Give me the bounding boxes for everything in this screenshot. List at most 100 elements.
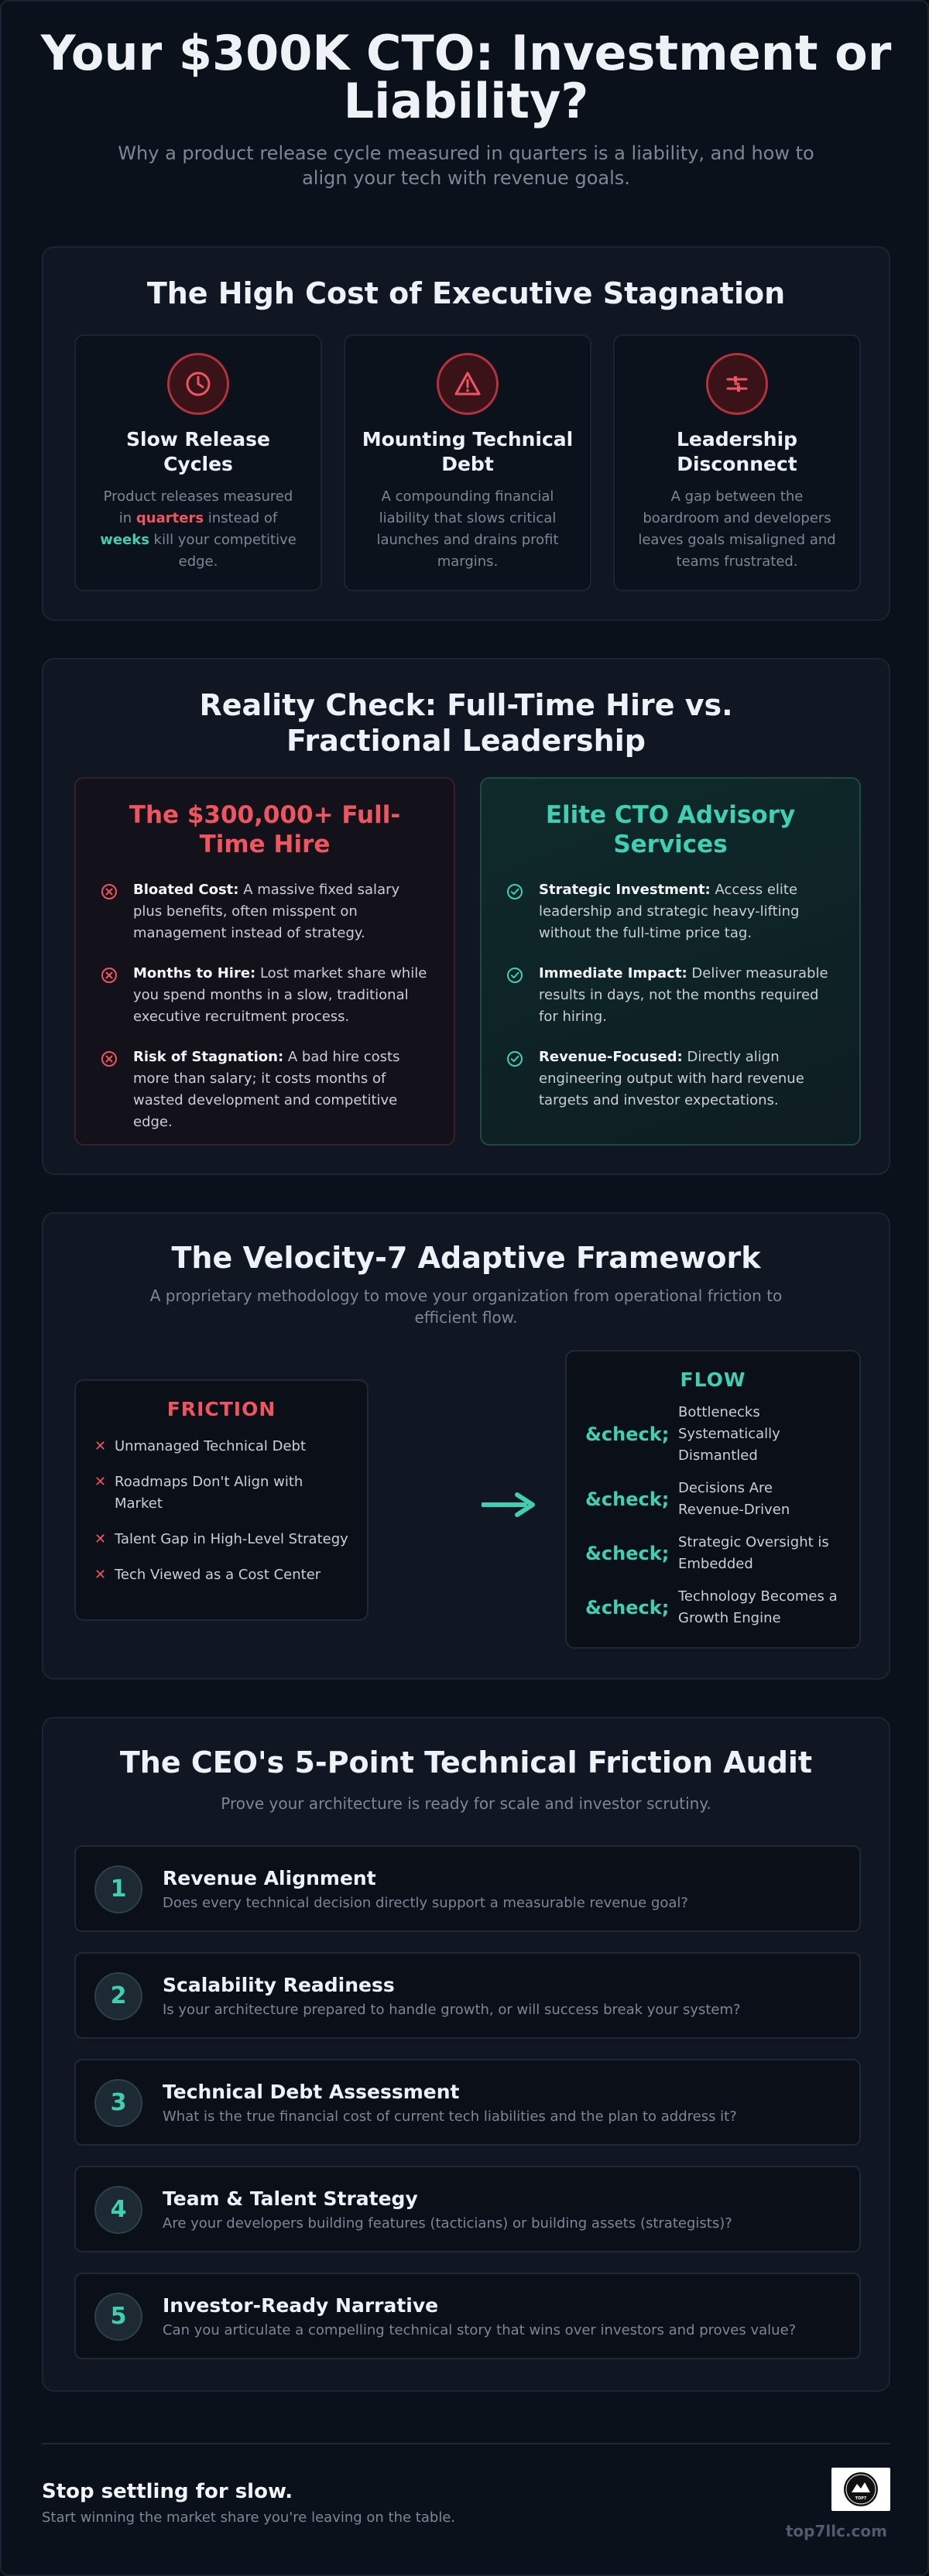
audit-section: The CEO's 5-Point Technical Friction Aud… xyxy=(42,1717,890,2392)
disconnect-icon xyxy=(706,353,768,415)
item-label: Risk of Stagnation: xyxy=(133,1049,284,1065)
audit-item: 1 Revenue Alignment Does every technical… xyxy=(74,1845,861,1932)
audit-item-title: Team & Talent Strategy xyxy=(163,2187,418,2210)
pillar-title: Mounting Technical Debt xyxy=(362,428,574,475)
x-circle-icon xyxy=(101,1051,117,1067)
section-subtitle: A proprietary methodology to move your o… xyxy=(149,1286,783,1327)
check-circle-icon xyxy=(507,1051,523,1067)
stagnation-section: The High Cost of Executive Stagnation Sl… xyxy=(42,246,890,621)
list-item: Revenue-Focused: Directly align engineer… xyxy=(506,1046,835,1112)
step-number-badge: 4 xyxy=(94,2186,142,2234)
list-item: ✕Talent Gap in High-Level Strategy xyxy=(94,1529,348,1550)
clock-icon xyxy=(167,353,229,415)
audit-item: 4 Team & Talent Strategy Are your develo… xyxy=(74,2166,861,2252)
panel-title: Elite CTO Advisory Services xyxy=(545,801,796,858)
list-item: Months to Hire: Lost market share while … xyxy=(101,963,429,1028)
audit-item-description: Is your architecture prepared to handle … xyxy=(163,2002,741,2018)
list-item: &check;Bottlenecks Systematically Disman… xyxy=(585,1404,780,1464)
website-link[interactable]: top7llc.com xyxy=(785,2522,887,2540)
check-icon: &check; xyxy=(585,1423,670,1445)
company-logo[interactable]: TOP7 xyxy=(831,2468,890,2511)
list-item: &check;Technology Becomes a Growth Engin… xyxy=(585,1588,838,1626)
x-icon: ✕ xyxy=(94,1567,107,1583)
flow-title: FLOW xyxy=(680,1368,746,1391)
flow-list: &check;Bottlenecks Systematically Disman… xyxy=(585,1402,841,1629)
list-item: ✕Tech Viewed as a Cost Center xyxy=(94,1564,348,1586)
audit-item-description: What is the true financial cost of curre… xyxy=(163,2108,737,2125)
page-subtitle: Why a product release cycle measured in … xyxy=(118,142,814,189)
pillar-description: Product releases measured in quarters in… xyxy=(100,488,297,570)
audit-item: 5 Investor-Ready Narrative Can you artic… xyxy=(74,2273,861,2359)
list-item: ✕Roadmaps Don't Align with Market xyxy=(94,1471,348,1515)
pillar-card: Leadership Disconnect A gap between the … xyxy=(613,334,861,591)
section-title: The Velocity-7 Adaptive Framework xyxy=(171,1241,761,1275)
pillar-description: A gap between the boardroom and develope… xyxy=(638,488,836,570)
step-number-badge: 5 xyxy=(94,2293,142,2341)
framework-section: The Velocity-7 Adaptive Framework A prop… xyxy=(42,1212,890,1680)
item-text: Deliver measurable results in days, not … xyxy=(539,965,828,1025)
pillar-card: Slow Release Cycles Product releases mea… xyxy=(74,334,322,591)
con-list: Bloated Cost: A massive fixed salary plu… xyxy=(101,879,429,1133)
audit-list: 1 Revenue Alignment Does every technical… xyxy=(74,1845,861,2379)
x-icon: ✕ xyxy=(94,1531,107,1547)
x-circle-icon xyxy=(101,968,117,983)
list-item: Risk of Stagnation: A bad hire costs mor… xyxy=(101,1046,429,1133)
x-circle-icon xyxy=(101,884,117,899)
audit-item-title: Revenue Alignment xyxy=(163,1867,376,1889)
audit-item-title: Technical Debt Assessment xyxy=(163,2081,460,2103)
page-title: Your $300K CTO: Investment or Liability? xyxy=(40,25,892,129)
section-subtitle: Prove your architecture is ready for sca… xyxy=(221,1794,711,1813)
x-icon: ✕ xyxy=(94,1438,107,1454)
pillar-row: Slow Release Cycles Product releases mea… xyxy=(74,334,861,591)
item-text: Lost market share while you spend months… xyxy=(133,965,427,1025)
pro-list: Strategic Investment: Access elite leade… xyxy=(506,879,835,1112)
check-icon: &check; xyxy=(585,1488,670,1510)
footer-title: Stop settling for slow. xyxy=(42,2480,293,2503)
list-item: &check;Strategic Oversight is Embedded xyxy=(585,1534,829,1572)
pillar-card: Mounting Technical Debt A compounding fi… xyxy=(344,334,591,591)
panel-title: The $300,000+ Full-Time Hire xyxy=(129,801,401,858)
audit-item-title: Investor-Ready Narrative xyxy=(163,2294,439,2317)
highlight-weeks: weeks xyxy=(100,532,149,548)
fulltime-hire-panel: The $300,000+ Full-Time Hire Bloated Cos… xyxy=(74,777,455,1146)
section-title: The CEO's 5-Point Technical Friction Aud… xyxy=(119,1745,813,1780)
check-circle-icon xyxy=(507,884,523,899)
audit-item-description: Are your developers building features (t… xyxy=(163,2215,732,2232)
check-icon: &check; xyxy=(585,1543,670,1564)
item-label: Strategic Investment: xyxy=(539,882,711,898)
step-number-badge: 3 xyxy=(94,2079,142,2127)
x-icon: ✕ xyxy=(94,1474,107,1490)
friction-list: ✕Unmanaged Technical Debt ✕Roadmaps Don'… xyxy=(94,1436,348,1586)
step-number-badge: 2 xyxy=(94,1972,142,2020)
footer-divider xyxy=(42,2443,890,2444)
list-item: &check;Decisions Are Revenue-Driven xyxy=(585,1480,790,1518)
pillar-title: Slow Release Cycles xyxy=(126,428,270,475)
list-item: ✕Unmanaged Technical Debt xyxy=(94,1436,348,1458)
list-item: Strategic Investment: Access elite leade… xyxy=(506,879,835,944)
audit-item: 3 Technical Debt Assessment What is the … xyxy=(74,2059,861,2146)
item-text: Access elite leadership and strategic he… xyxy=(539,882,800,941)
check-circle-icon xyxy=(507,968,523,983)
advisory-services-panel: Elite CTO Advisory Services Strategic In… xyxy=(480,777,861,1146)
list-item: Bloated Cost: A massive fixed salary plu… xyxy=(101,879,429,944)
item-label: Months to Hire: xyxy=(133,965,256,981)
footer-subtitle: Start winning the market share you're le… xyxy=(42,2509,456,2526)
warning-icon xyxy=(437,353,499,415)
friction-title: FRICTION xyxy=(166,1398,276,1420)
list-item: Immediate Impact: Deliver measurable res… xyxy=(506,963,835,1028)
audit-item-description: Does every technical decision directly s… xyxy=(163,1895,688,1911)
audit-item: 2 Scalability Readiness Is your architec… xyxy=(74,1952,861,2039)
flow-box: FLOW &check;Bottlenecks Systematically D… xyxy=(565,1350,861,1649)
logo-mark-icon: TOP7 xyxy=(844,2472,878,2506)
section-title: The High Cost of Executive Stagnation xyxy=(146,276,786,310)
svg-text:TOP7: TOP7 xyxy=(855,2496,867,2501)
pillar-description: A compounding financial liability that s… xyxy=(376,488,559,570)
section-title: Reality Check: Full-Time Hire vs. Fracti… xyxy=(199,688,733,758)
step-number-badge: 1 xyxy=(94,1865,142,1913)
pillar-title: Leadership Disconnect xyxy=(676,428,798,475)
item-label: Bloated Cost: xyxy=(133,882,239,898)
arrow-right-icon xyxy=(482,1492,535,1517)
item-label: Revenue-Focused: xyxy=(539,1049,683,1065)
item-text: Directly align engineering output with h… xyxy=(539,1049,804,1108)
